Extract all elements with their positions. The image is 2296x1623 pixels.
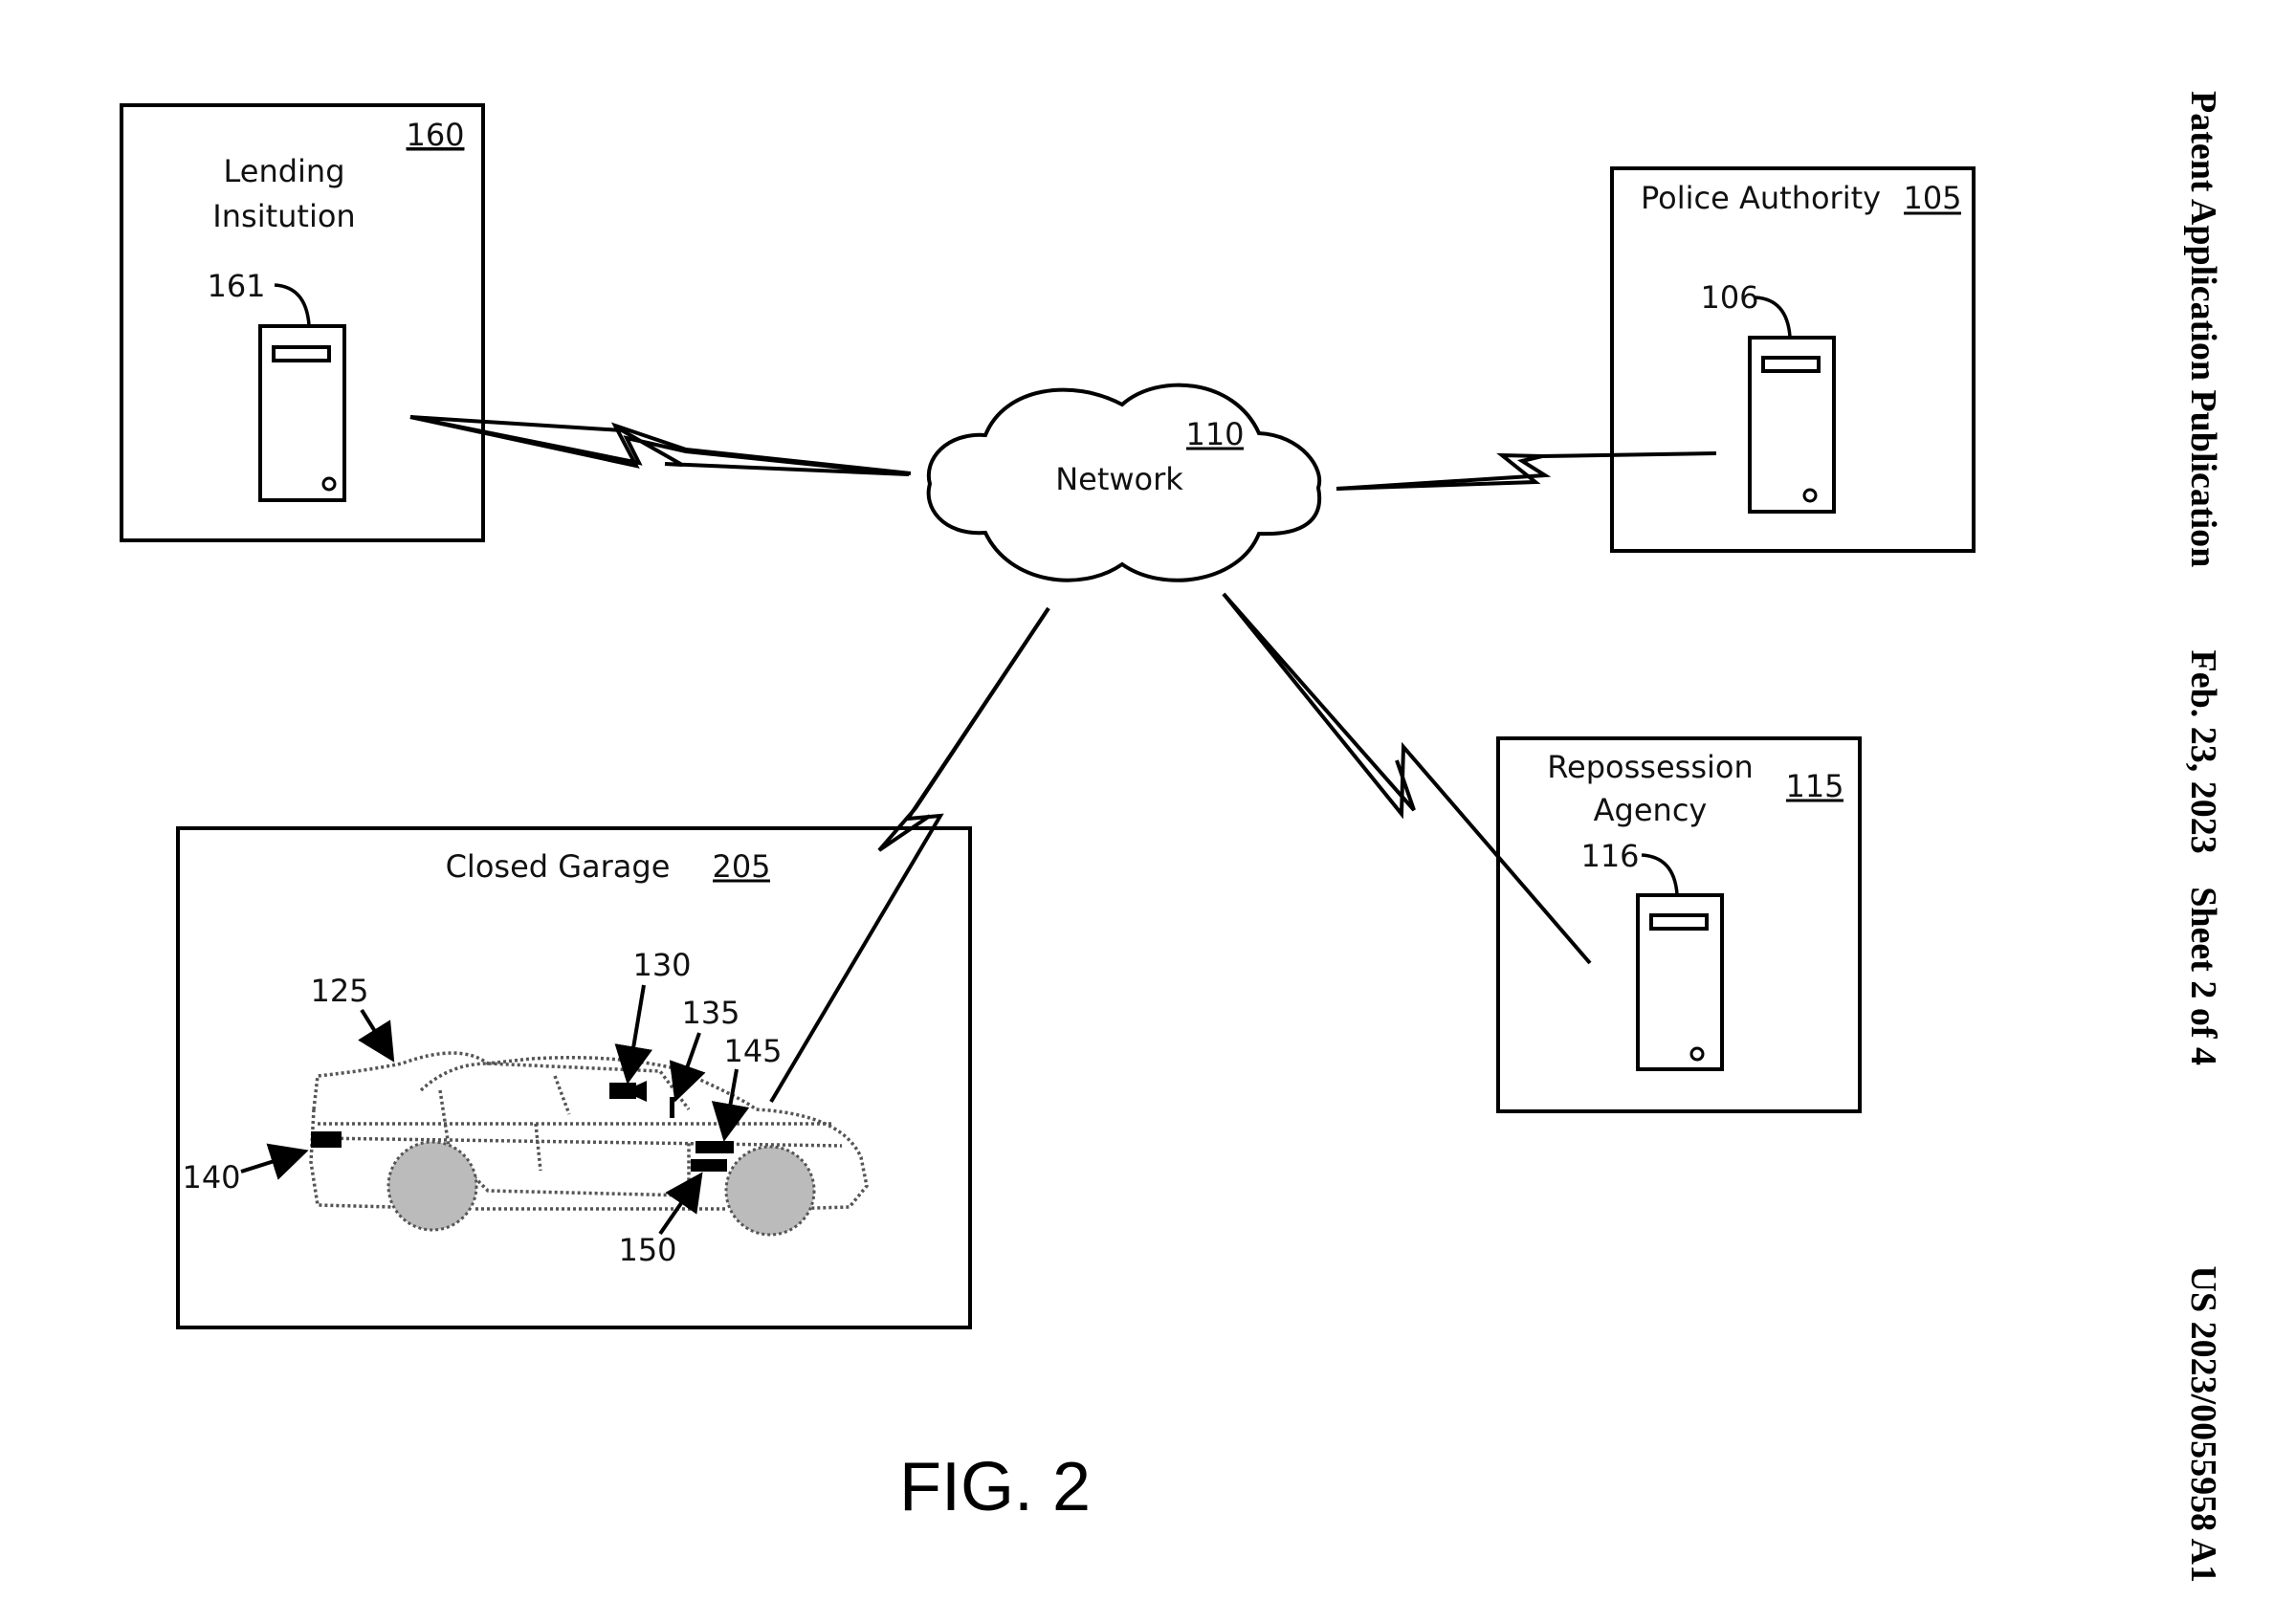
publication-label: Patent Application Publication: [2183, 91, 2223, 568]
cloud-icon: [926, 383, 1322, 582]
police-authority-box: [1610, 166, 1976, 553]
wireless-link-network-garage: [769, 606, 1050, 1104]
component-ref-130: 130: [632, 947, 691, 983]
arrow-145: [711, 1068, 750, 1142]
arrow-150: [658, 1172, 703, 1236]
wireless-link-lending-network: [409, 415, 912, 476]
repossession-server-leader: [1641, 853, 1679, 895]
lending-server-ref: 161: [207, 268, 265, 304]
lending-institution-title-1: Lending: [223, 153, 344, 189]
repossession-title-1: Repossession: [1547, 749, 1754, 785]
server-icon: [1748, 336, 1836, 514]
patent-header: Patent Application Publication Feb. 23, …: [2167, 91, 2224, 1583]
wireless-link-network-police: [1336, 451, 1717, 491]
lending-institution-ref: 160: [406, 117, 464, 153]
repossession-agency-node: Repossession Agency 115 116: [1496, 736, 1862, 1113]
closed-garage-ref: 205: [712, 848, 770, 885]
sheet-number: Sheet 2 of 4: [2183, 887, 2223, 1066]
component-ref-135: 135: [681, 995, 740, 1031]
closed-garage-box: [176, 826, 972, 1329]
police-server-leader: [1755, 296, 1792, 338]
sensor-140: [311, 1131, 342, 1148]
repossession-server-ref: 116: [1580, 838, 1639, 874]
repossession-agency-box: [1496, 736, 1862, 1113]
arrow-140: [240, 1143, 309, 1180]
repossession-title-2: Agency: [1594, 792, 1708, 828]
lending-institution-box: [120, 103, 485, 542]
arrow-135: [669, 1032, 706, 1103]
publication-number: US 2023/0055958 A1: [2183, 1265, 2223, 1583]
lending-institution-title-2: Insitution: [212, 198, 355, 234]
arrow-130: [614, 984, 652, 1085]
network-ref: 110: [1185, 416, 1244, 452]
police-authority-node: Police Authority 105 106: [1610, 166, 1976, 553]
lending-server-leader: [274, 283, 311, 326]
server-icon: [258, 324, 346, 502]
sensor-130: [609, 1083, 636, 1099]
component-ref-140: 140: [182, 1159, 240, 1195]
closed-garage-node: Closed Garage 205 125 130: [176, 826, 972, 1329]
sensor-135: [670, 1097, 674, 1118]
sensor-150: [691, 1159, 727, 1172]
front-wheel: [724, 1145, 816, 1237]
closed-garage-title: Closed Garage: [446, 848, 671, 885]
lending-institution-node: Lending Insitution 160 161: [120, 103, 485, 542]
police-authority-ref: 105: [1903, 180, 1961, 216]
wireless-link-network-repossession: [1222, 592, 1592, 965]
repossession-ref: 115: [1785, 768, 1843, 804]
vehicle-ref: 125: [310, 973, 368, 1009]
publication-date: Feb. 23, 2023: [2183, 649, 2223, 854]
network-title: Network: [1055, 461, 1183, 497]
police-authority-title: Police Authority: [1641, 180, 1881, 216]
figure-caption: FIG. 2: [899, 1449, 1091, 1525]
arrow-125: [358, 1008, 395, 1063]
rear-wheel: [386, 1140, 478, 1232]
camera-lens: [636, 1081, 647, 1102]
police-server-ref: 106: [1700, 279, 1758, 316]
component-ref-145: 145: [723, 1033, 782, 1069]
component-ref-150: 150: [618, 1232, 676, 1268]
server-icon: [1636, 893, 1724, 1071]
sensor-145: [695, 1141, 734, 1153]
network-node: Network 110: [926, 383, 1322, 582]
vehicle-illustration: [309, 1051, 869, 1237]
